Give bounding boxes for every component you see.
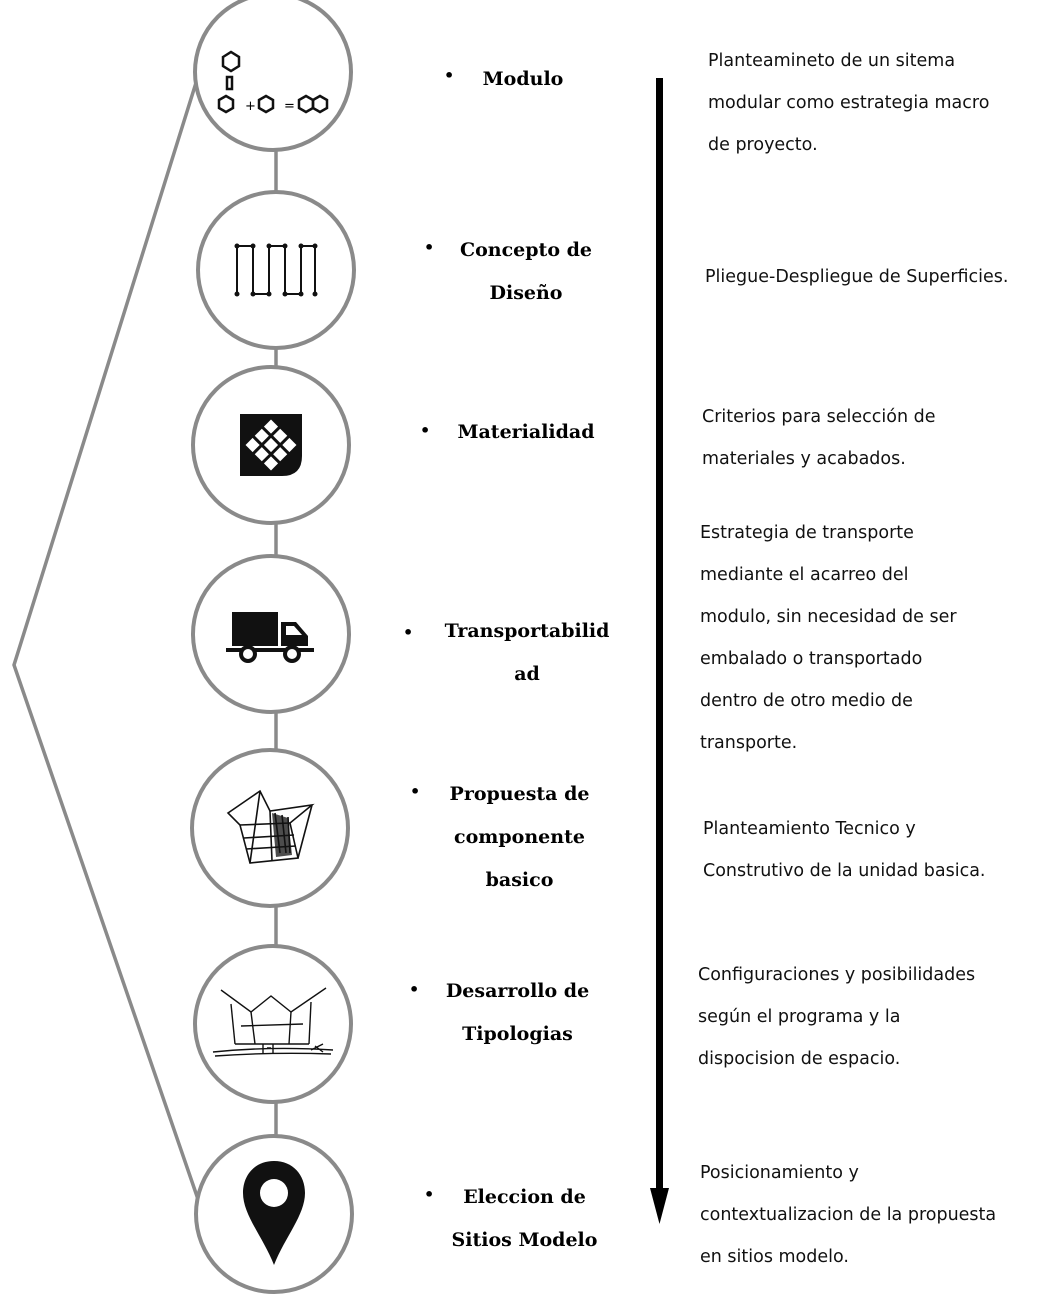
bullet: • <box>424 1185 435 1204</box>
typology-sketch-icon <box>212 986 333 1057</box>
step-circle-eleccion <box>194 1134 354 1294</box>
step-description-concepto: Pliegue-Despliegue de Superficies. <box>705 267 1009 287</box>
step-title-propuesta: Propuesta de componente basico <box>449 783 590 891</box>
process-arrow <box>650 78 669 1224</box>
bullet: • <box>424 238 435 257</box>
bullet: • <box>409 980 420 999</box>
step-description-modulo: Planteamineto de un sitema modular como … <box>708 51 990 155</box>
step-description-transportabilidad: Estrategia de transporte mediante el aca… <box>700 523 957 753</box>
step-circle-desarrollo <box>193 944 353 1104</box>
step-circle-materialidad <box>191 365 351 525</box>
component-sketch-icon <box>226 789 315 864</box>
step-circle-propuesta <box>190 748 350 908</box>
fold-unfold-icon <box>234 243 318 297</box>
step-description-materialidad: Criterios para selección de materiales y… <box>702 407 936 469</box>
step-title-desarrollo: Desarrollo de Tipologias <box>445 980 590 1045</box>
bracket-line <box>12 69 202 1206</box>
step-circle-concepto <box>196 190 356 350</box>
bullet: • <box>420 421 431 440</box>
bullet: • <box>403 623 414 642</box>
truck-icon <box>226 612 314 663</box>
svg-text:+: + <box>245 99 256 114</box>
material-tiles-icon <box>240 414 302 476</box>
bullet: • <box>410 782 421 801</box>
step-title-transportabilidad: Transportabilid ad <box>444 620 610 685</box>
step-description-desarrollo: Configuraciones y posibilidades según el… <box>698 965 976 1069</box>
bullet: • <box>444 66 455 85</box>
step-title-materialidad: Materialidad <box>457 421 595 443</box>
map-pin-icon <box>243 1161 305 1265</box>
step-circle-transportabilidad <box>191 554 351 714</box>
modular-cubes-icon: + = <box>217 50 329 114</box>
step-title-eleccion: Eleccion de Sitios Modelo <box>451 1186 598 1251</box>
step-title-concepto: Concepto de Diseño <box>460 239 592 304</box>
svg-text:=: = <box>284 99 295 114</box>
step-circle-modulo: + = <box>193 0 353 152</box>
step-description-eleccion: Posicionamiento y contextualizacion de l… <box>700 1163 997 1267</box>
step-title-modulo: Modulo <box>482 68 564 90</box>
step-description-propuesta: Planteamiento Tecnico y Construtivo de l… <box>703 819 986 881</box>
